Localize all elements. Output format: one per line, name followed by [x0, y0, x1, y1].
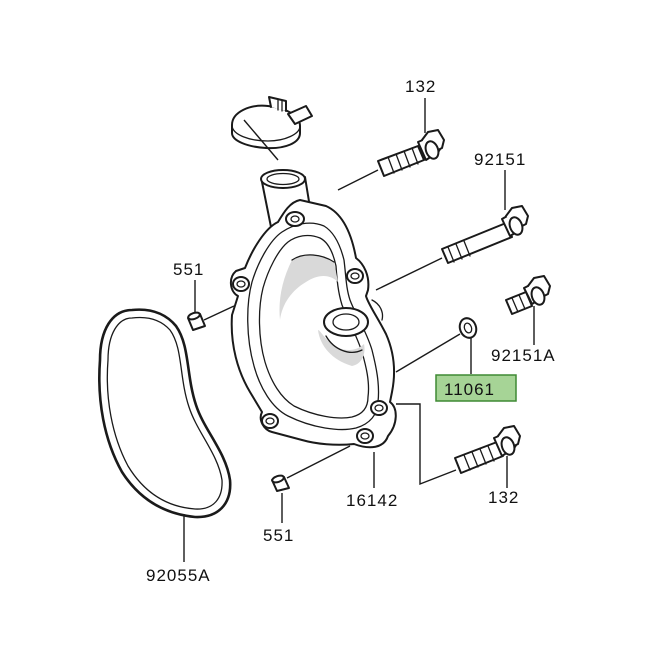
dowel-pin-upper[interactable]	[187, 311, 206, 331]
label-gasket-92055A[interactable]: 92055A	[146, 566, 211, 585]
bolt-92151-long[interactable]	[441, 205, 529, 264]
label-bolt-92151[interactable]: 92151	[474, 150, 526, 169]
washer-11061[interactable]	[457, 316, 479, 340]
bolt-92151A-short[interactable]	[505, 275, 551, 315]
label-bolt-92151A[interactable]: 92151A	[491, 346, 556, 365]
dowel-pin-lower[interactable]	[271, 474, 290, 492]
label-dowel-551-upper[interactable]: 551	[173, 260, 204, 279]
hose-clamp[interactable]	[231, 96, 313, 150]
label-bolt-132-top[interactable]: 132	[405, 77, 436, 96]
gasket-92055A[interactable]	[98, 308, 232, 519]
leader-lines	[183, 98, 535, 562]
label-cover-16142[interactable]: 16142	[346, 491, 398, 510]
water-pump-cover[interactable]	[230, 169, 397, 449]
part-labels: 132 92151 92151A 11061 551 551 16142 132…	[146, 77, 556, 585]
label-dowel-551-lower[interactable]: 551	[263, 526, 294, 545]
label-bolt-132-bottom[interactable]: 132	[488, 488, 519, 507]
highlight-box-11061	[435, 374, 517, 402]
bolt-132-bottom[interactable]	[454, 425, 521, 474]
label-washer-11061[interactable]: 11061	[444, 380, 495, 399]
bolt-132-top[interactable]	[377, 129, 445, 177]
